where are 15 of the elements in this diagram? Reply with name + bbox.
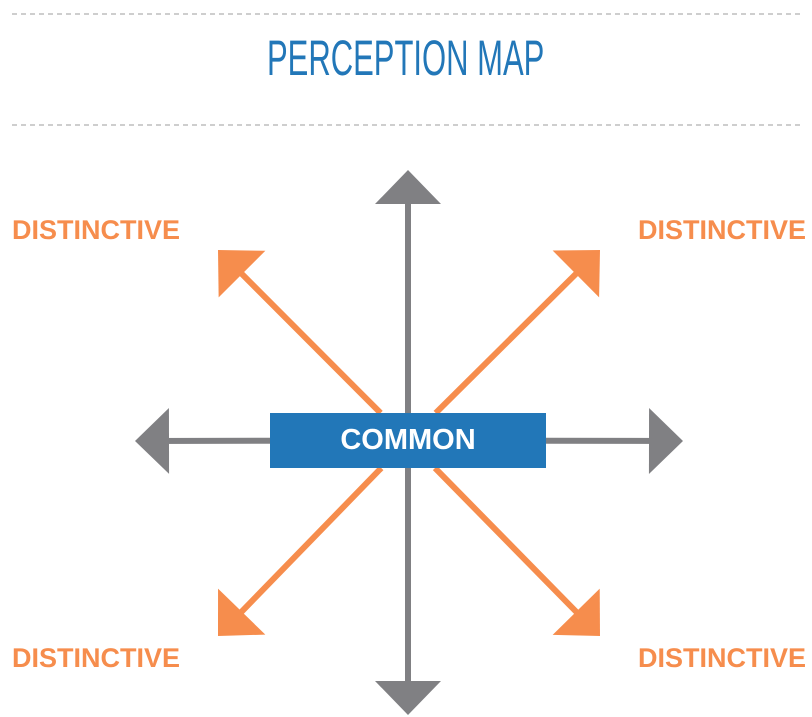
distinctive-label: DISTINCTIVE — [638, 642, 806, 674]
distinctive-label: DISTINCTIVE — [12, 642, 180, 674]
common-box — [270, 413, 546, 468]
arrow — [218, 250, 383, 416]
arrow — [434, 250, 600, 416]
distinctive-label: DISTINCTIVE — [638, 214, 806, 246]
arrow — [218, 466, 384, 636]
arrow — [375, 170, 441, 413]
arrow — [546, 408, 683, 474]
arrow — [432, 466, 600, 636]
arrow — [135, 408, 270, 474]
arrow — [375, 468, 441, 715]
distinctive-label: DISTINCTIVE — [12, 214, 180, 246]
title: PERCEPTION MAP — [267, 30, 545, 86]
node-label: COMMON — [340, 424, 476, 457]
